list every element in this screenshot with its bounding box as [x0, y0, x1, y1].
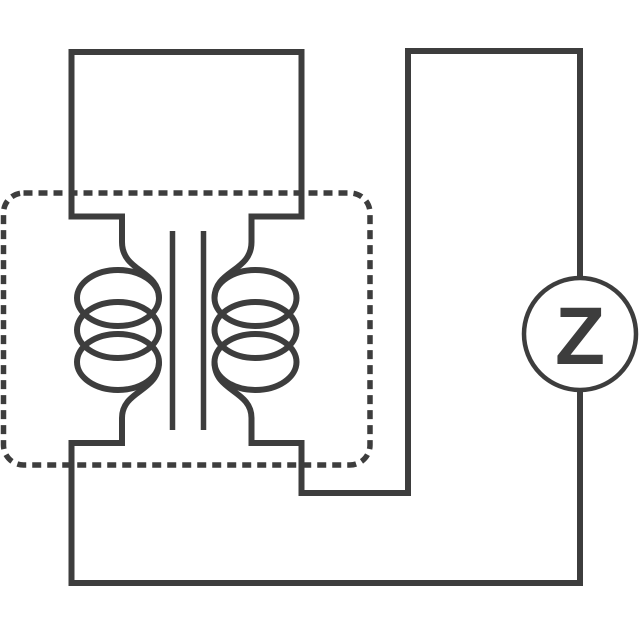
transformer-symbol — [74, 231, 300, 430]
impedance-meter-label: Z — [555, 291, 605, 382]
top-connecting-wire — [68, 49, 305, 242]
impedance-meter-circle — [521, 275, 639, 393]
primary-lead-out-curve — [119, 361, 162, 419]
secondary-coil-loop — [211, 299, 300, 361]
secondary-winding — [211, 241, 300, 419]
secondary-coil-loop — [211, 267, 300, 329]
secondary-coil-loop — [211, 331, 300, 393]
primary-coil-loop — [74, 299, 162, 361]
component-outline-dashed — [0, 190, 373, 468]
secondary-lead-out-curve — [211, 361, 255, 419]
bottom-connecting-wire — [68, 390, 583, 586]
primary-coil-loop — [74, 267, 162, 329]
primary-winding — [74, 241, 162, 419]
right-connecting-wire — [248, 48, 583, 496]
primary-coil-loop — [74, 331, 162, 393]
impedance-meter: Z — [521, 275, 639, 393]
core-lines — [169, 231, 207, 430]
